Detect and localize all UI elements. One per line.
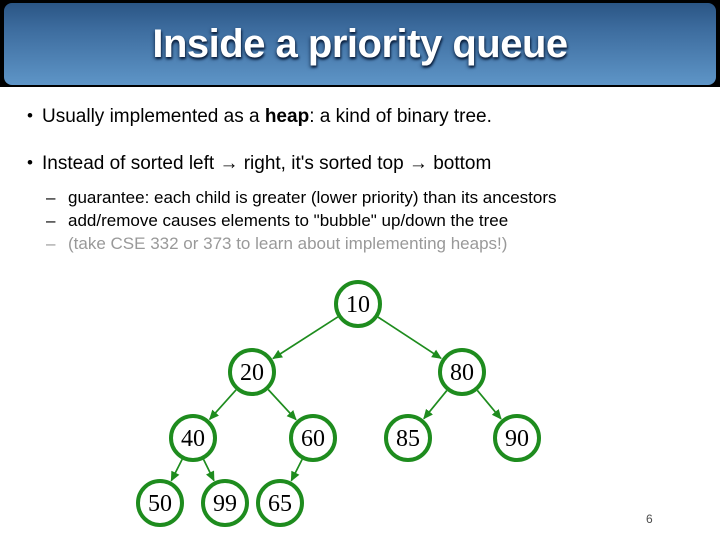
subbullet-text: guarantee: each child is greater (lower … [68, 188, 557, 207]
tree-edge-40-50 [170, 459, 183, 482]
tree-node-circle-20 [228, 348, 276, 396]
tree-node-value-50: 50 [148, 491, 172, 517]
tree-node-value-65: 65 [268, 491, 292, 517]
subbullet-cse-courses: –(take CSE 332 or 373 to learn about imp… [46, 234, 507, 254]
bold-keyword: heap [264, 106, 310, 127]
title-bar-background: Inside a priority queue [4, 3, 716, 85]
tree-node-value-90: 90 [505, 426, 529, 452]
tree-edge-80-85 [423, 390, 448, 420]
tree-edge-20-60 [267, 389, 297, 421]
tree-node-circle-65 [256, 479, 304, 527]
tree-node-value-60: 60 [301, 426, 325, 452]
dash-marker: – [46, 234, 56, 253]
subbullet-text: add/remove causes elements to "bubble" u… [68, 211, 509, 230]
title-bar: Inside a priority queue [0, 0, 720, 87]
bullet-marker: • [27, 106, 33, 125]
tree-edge-10-20 [272, 316, 339, 360]
dash-marker: – [46, 211, 56, 230]
tree-node-circle-99 [201, 479, 249, 527]
tree-node-circle-40 [169, 414, 217, 462]
tree-node-value-20: 20 [240, 360, 264, 386]
tree-node-circle-80 [438, 348, 486, 396]
tree-node-circle-50 [136, 479, 184, 527]
tree-node-circle-10 [334, 280, 382, 328]
tree-node-value-85: 85 [396, 426, 420, 452]
bullet-marker: • [27, 153, 33, 172]
tree-node-value-99: 99 [213, 491, 237, 517]
bullet-heap-definition: • Usually implemented as a heap: a kind o… [27, 106, 492, 128]
tree-node-circle-85 [384, 414, 432, 462]
tree-edge-60-65 [290, 459, 303, 482]
bullet-sort-order: • Instead of sorted left → right, it's so… [27, 153, 491, 175]
tree-node-value-10: 10 [346, 292, 370, 318]
subbullet-bubble: –add/remove causes elements to "bubble" … [46, 211, 508, 231]
bullet-text: Instead of sorted left → right, it's sor… [42, 153, 492, 174]
subbullet-guarantee: –guarantee: each child is greater (lower… [46, 188, 557, 208]
dash-marker: – [46, 188, 56, 207]
subbullet-text: (take CSE 332 or 373 to learn about impl… [68, 234, 508, 253]
tree-node-circle-90 [493, 414, 541, 462]
tree-edge-40-99 [202, 459, 215, 482]
bullet-text: Usually implemented as a heap: a kind of… [42, 106, 492, 127]
page-title: Inside a priority queue [152, 21, 568, 66]
tree-edge-20-40 [208, 389, 237, 421]
tree-edge-80-90 [476, 389, 502, 420]
tree-edge-10-80 [377, 316, 442, 360]
page-number: 6 [646, 512, 653, 526]
tree-node-circle-60 [289, 414, 337, 462]
tree-node-value-80: 80 [450, 360, 474, 386]
tree-node-value-40: 40 [181, 426, 205, 452]
